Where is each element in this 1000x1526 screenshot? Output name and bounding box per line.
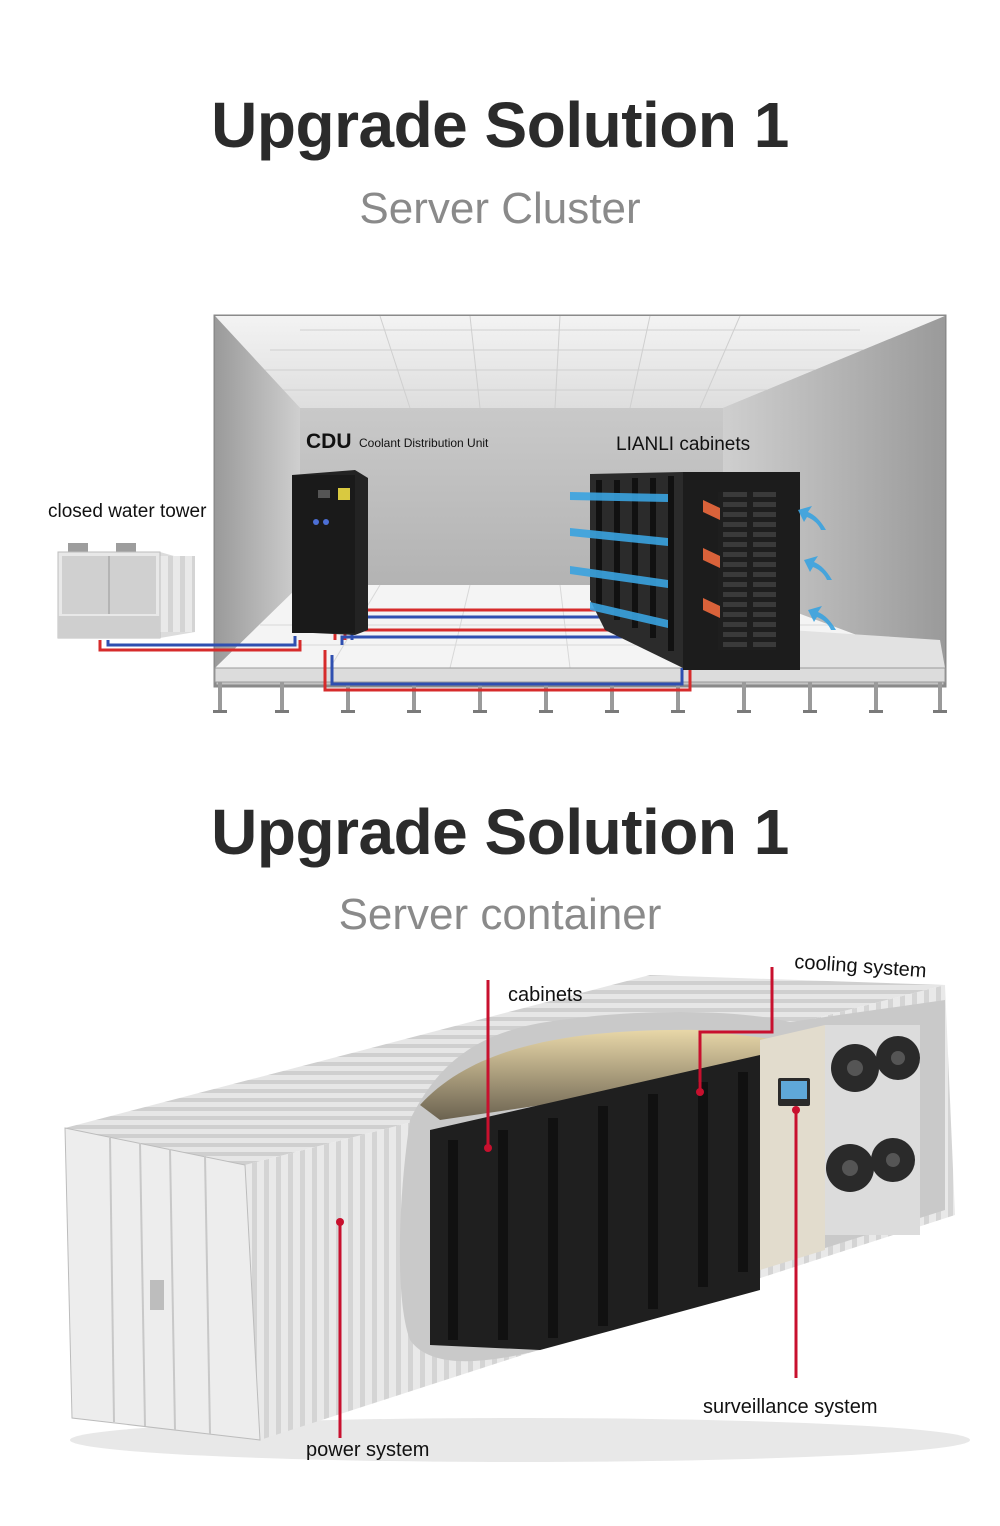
closed-water-tower — [57, 543, 195, 639]
section1-title: Upgrade Solution 1 — [211, 89, 789, 161]
surveillance-system-label: surveillance system — [703, 1396, 878, 1418]
server-container-illustration: cooling system cabinets surveillance sys… — [64, 951, 970, 1462]
lianli-cabinets-label: LIANLI cabinets — [616, 434, 750, 455]
callout-lines — [338, 967, 798, 1438]
cooling-system-label: cooling system — [794, 951, 927, 982]
section2-title: Upgrade Solution 1 — [211, 796, 789, 868]
section1-subtitle: Server Cluster — [359, 184, 641, 233]
water-tower-label: closed water tower — [48, 501, 207, 522]
cdu-fullname-label: Coolant Distribution Unit — [359, 436, 489, 450]
server-room-illustration: CDU Coolant Distribution Unit LIANLI cab… — [48, 314, 947, 713]
power-system-label: power system — [306, 1439, 429, 1461]
section2-subtitle: Server container — [338, 890, 662, 939]
cdu-label: CDU — [306, 430, 352, 453]
cdu-unit — [292, 470, 368, 635]
airflow-arrows — [570, 492, 836, 630]
cabinets-label: cabinets — [508, 984, 583, 1006]
